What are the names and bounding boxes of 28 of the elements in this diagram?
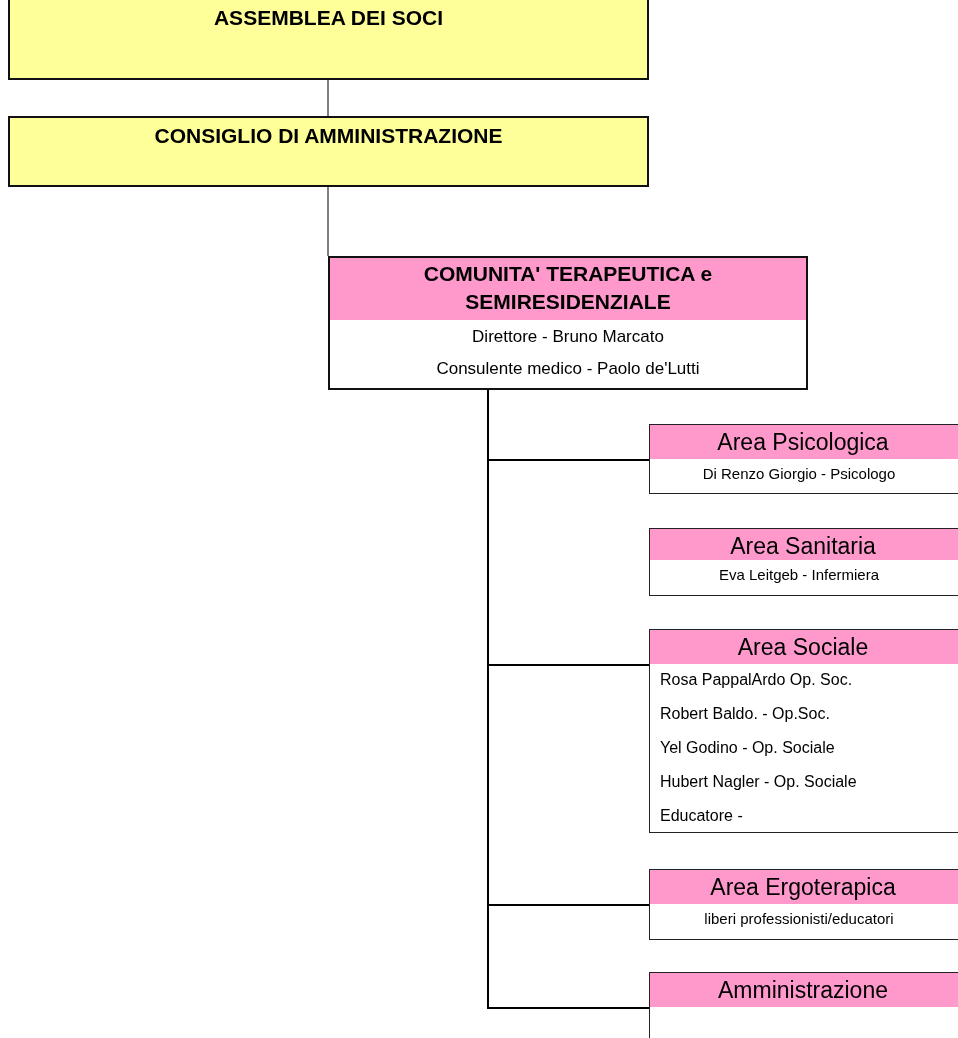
box-heading: Amministrazione: [718, 977, 888, 1003]
box-heading: ASSEMBLEA DEI SOCI: [213, 6, 444, 29]
org-box: [649, 528, 958, 596]
box-text: Consulente medico - Paolo de'Lutti: [436, 358, 700, 380]
box-text: Rosa PappalArdo Op. Soc.: [660, 670, 853, 690]
org-box: [649, 424, 958, 494]
connector-line: [327, 79, 329, 117]
box-heading: Area Psicologica: [717, 429, 889, 455]
org-box: [8, 0, 649, 80]
box-text: Yel Godino - Op. Sociale: [660, 738, 835, 758]
box-heading: Area Sociale: [737, 634, 869, 660]
box-text: Robert Baldo. - Op.Soc.: [660, 704, 830, 724]
box-heading: COMUNITA' TERAPEUTICA e SEMIRESIDENZIALE: [423, 262, 713, 313]
box-text: Eva Leitgeb - Infermiera: [718, 566, 880, 584]
box-text: Hubert Nagler - Op. Sociale: [660, 772, 857, 792]
connector-line: [327, 186, 329, 257]
org-box: [649, 629, 958, 833]
box-heading: Area Sanitaria: [730, 533, 876, 559]
org-box: [8, 116, 649, 187]
box-text: Direttore - Bruno Marcato: [472, 326, 664, 348]
box-heading: Area Ergoterapica: [710, 874, 896, 900]
box-text: Di Renzo Giorgio - Psicologo: [702, 465, 896, 483]
box-heading: CONSIGLIO DI AMMINISTRAZIONE: [154, 124, 503, 147]
org-box: [649, 869, 958, 940]
box-text: liberi professionisti/educatori: [704, 910, 894, 928]
org-box: [649, 972, 958, 1038]
org-box: [328, 256, 808, 390]
box-text: Educatore -: [660, 806, 743, 826]
